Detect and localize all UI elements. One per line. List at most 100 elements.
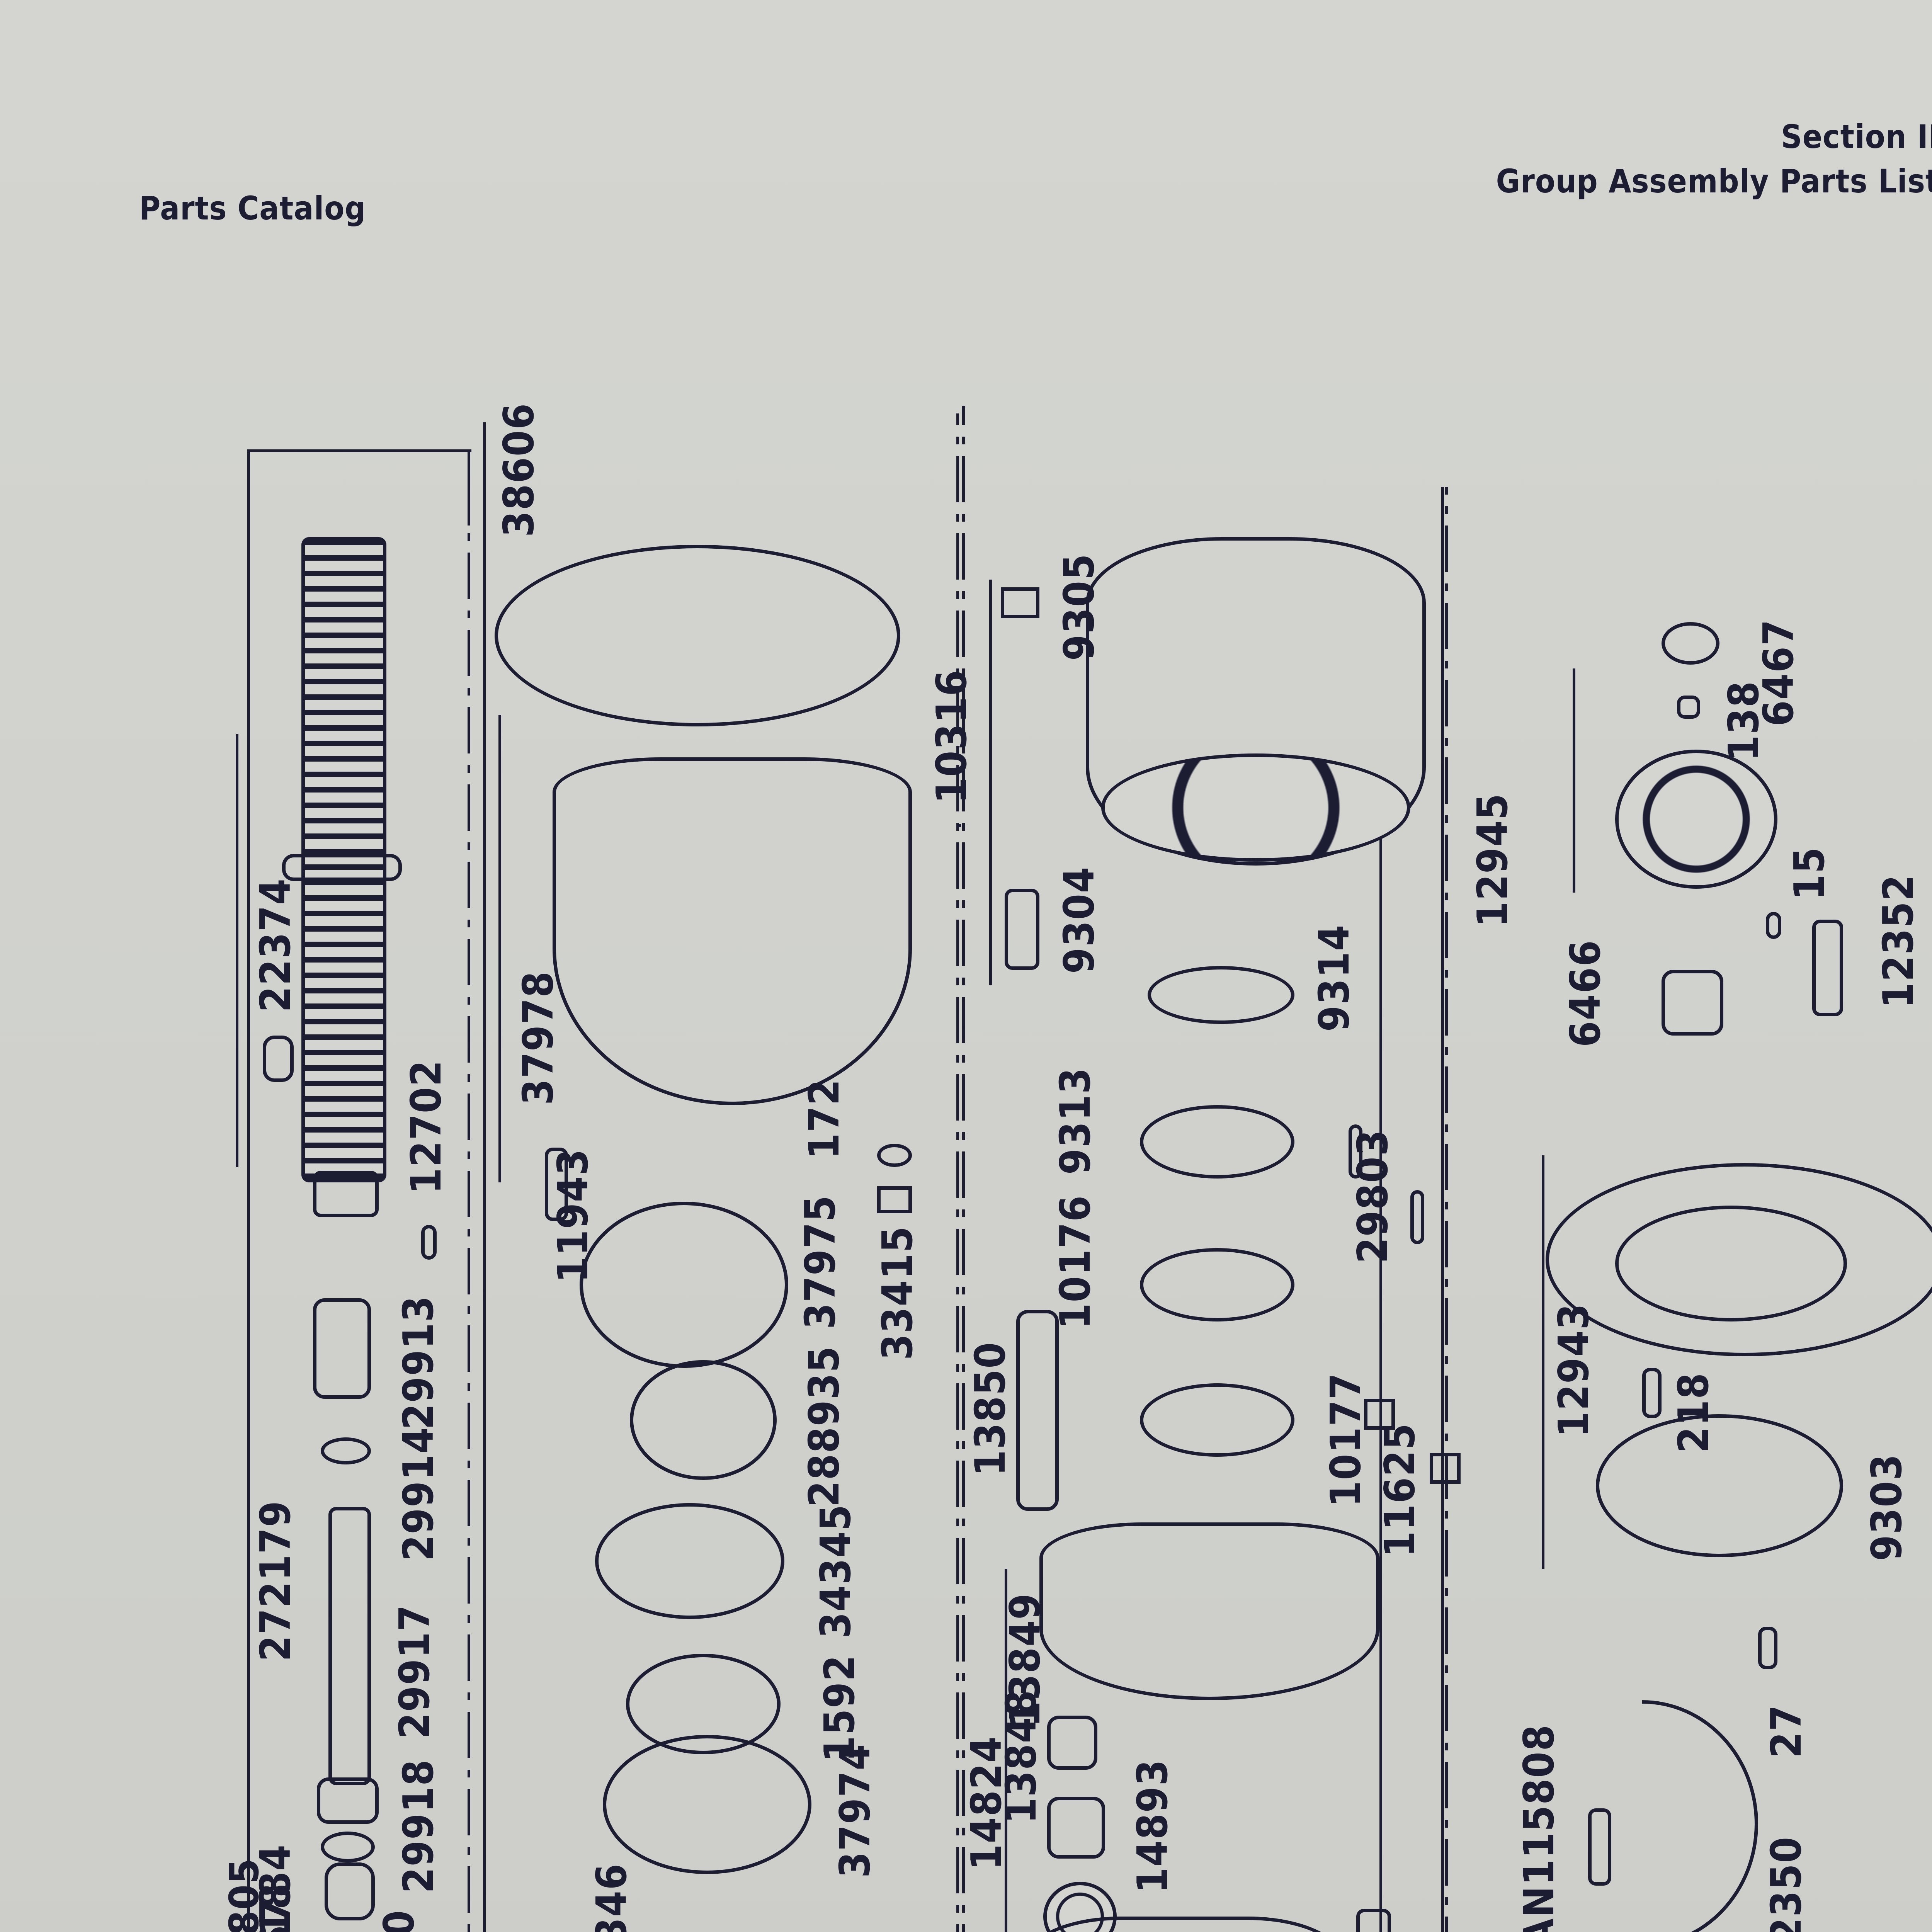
section-heading: Section II	[1781, 118, 1932, 156]
part-label-9314: 9314	[1310, 924, 1359, 1032]
bushing-drawing	[313, 1298, 371, 1399]
part-label-12945: 12945	[1469, 793, 1517, 927]
part-label-11625: 11625	[1376, 1422, 1424, 1557]
part-label-13850: 13850	[966, 1341, 1015, 1476]
nut-drawing	[1001, 587, 1039, 618]
cotter-pin-drawing	[1410, 1190, 1424, 1244]
cone-drawing	[325, 1862, 375, 1920]
screw-drawing	[263, 1036, 294, 1082]
part-label-12352: 12352	[1874, 874, 1923, 1009]
part-label-9304: 9304	[1055, 866, 1104, 974]
bushing-drawing	[1047, 1716, 1097, 1770]
ball-bearing-drawing	[630, 1360, 777, 1480]
part-label-172a: 172	[800, 1078, 849, 1159]
bracket-line	[483, 422, 486, 425]
bracket-line	[1542, 1155, 1544, 1569]
part-label-138: 138	[1720, 680, 1768, 761]
part-label-12943: 12943	[1550, 1303, 1598, 1437]
plug-drawing	[1677, 696, 1700, 719]
washer-drawing	[321, 1437, 371, 1464]
exploded-parts-diagram: 22374 12702 29913 29914 272179 29917 299…	[213, 402, 1932, 1932]
internal-ring-gear-drawing	[1101, 753, 1410, 862]
part-label-38606: 38606	[495, 402, 543, 537]
retainer-ring-drawing	[1596, 1414, 1843, 1557]
nut-drawing	[877, 1186, 912, 1213]
part-label-AN115808: AN115808	[1515, 1724, 1563, 1932]
part-label-14893: 14893	[1129, 1759, 1177, 1893]
bracket-line	[1573, 668, 1575, 893]
bracket-line	[468, 452, 470, 526]
part-label-29917: 29917	[391, 1604, 439, 1739]
bracket-line	[1379, 827, 1382, 1932]
pin-drawing	[1016, 1310, 1059, 1511]
part-label-29918: 29918	[395, 1759, 443, 1893]
dowel-drawing	[1812, 920, 1843, 1016]
spanner-nut-drawing	[1140, 1248, 1294, 1321]
centerline	[956, 413, 959, 1932]
oil-seal-drawing	[1662, 622, 1719, 665]
part-label-13848: 13848	[997, 1689, 1046, 1824]
lock-plate-drawing	[595, 1503, 784, 1619]
bracket-line	[498, 715, 501, 1182]
part-label-9303: 9303	[1863, 1453, 1911, 1561]
part-label-AN115805: AN 115805	[221, 1858, 268, 1932]
screw-drawing	[1588, 1808, 1611, 1886]
bracket-line	[247, 452, 250, 1932]
section-subheading: Group Assembly Parts List	[1496, 162, 1932, 200]
shaft-flange-drawing	[282, 854, 402, 881]
part-label-10316: 10316	[928, 669, 976, 804]
bracket-line	[958, 824, 961, 827]
part-label-29913: 29913	[395, 1295, 443, 1430]
part-label-29920: 29920	[375, 1910, 423, 1932]
retainer-drawing	[603, 1735, 811, 1874]
part-label-12350: 12350	[1762, 1836, 1811, 1932]
dowel-drawing	[1758, 1627, 1777, 1669]
part-label-9313: 9313	[1051, 1067, 1100, 1175]
bushing-drawing	[1047, 1797, 1105, 1859]
tube-head-drawing	[317, 1777, 379, 1824]
part-label-288935: 288935	[800, 1345, 849, 1507]
part-label-37978: 37978	[514, 970, 563, 1105]
pin-drawing	[421, 1225, 437, 1260]
centerline	[962, 406, 965, 1932]
part-label-37974: 37974	[831, 1743, 879, 1878]
stud-drawing	[545, 1148, 568, 1221]
bracket-line	[236, 734, 238, 1167]
plate-bore-drawing	[1615, 1206, 1847, 1321]
bracket-line	[483, 425, 486, 1932]
part-label-12702: 12702	[402, 1059, 451, 1194]
seal-ring-drawing	[495, 545, 900, 726]
spanner-nut-drawing	[1140, 1105, 1294, 1179]
planet-carrier-front-drawing	[1039, 1522, 1379, 1700]
part-label-22374: 22374	[252, 878, 300, 1012]
bracket-line	[247, 449, 471, 452]
pin-drawing	[1766, 912, 1781, 939]
centerline	[468, 522, 470, 1932]
bracket-line	[989, 580, 992, 985]
part-label-10177: 10177	[1322, 1372, 1370, 1507]
bracket-line	[1441, 487, 1444, 1932]
lock-ring-drawing	[1148, 966, 1294, 1024]
lock-plate-drawing	[1140, 1383, 1294, 1457]
bolt-drawing	[1356, 1909, 1391, 1932]
centerline	[1445, 487, 1448, 1932]
part-label-27: 27	[1762, 1704, 1811, 1758]
washer-drawing	[877, 1144, 912, 1167]
part-label-10176: 10176	[1051, 1194, 1100, 1329]
part-label-34345: 34345	[812, 1503, 860, 1638]
oil-tube-drawing	[1642, 1700, 1758, 1932]
washer-drawing	[321, 1832, 375, 1862]
cotter-pin-drawing	[1349, 1124, 1362, 1179]
catalog-title: Parts Catalog	[139, 189, 366, 227]
part-label-6466: 6466	[1561, 939, 1610, 1047]
shaft-end-drawing	[313, 1171, 379, 1217]
part-label-2346: 2346	[588, 1863, 636, 1932]
front-case-housing-drawing	[553, 757, 912, 1105]
bushing-drawing	[1662, 970, 1723, 1036]
tube-drawing	[328, 1507, 371, 1785]
bearing-housing-drawing	[580, 1202, 788, 1368]
part-label-29914: 29914	[395, 1426, 443, 1561]
part-label-33415a: 33415	[874, 1225, 922, 1360]
screw-drawing	[1642, 1368, 1662, 1418]
